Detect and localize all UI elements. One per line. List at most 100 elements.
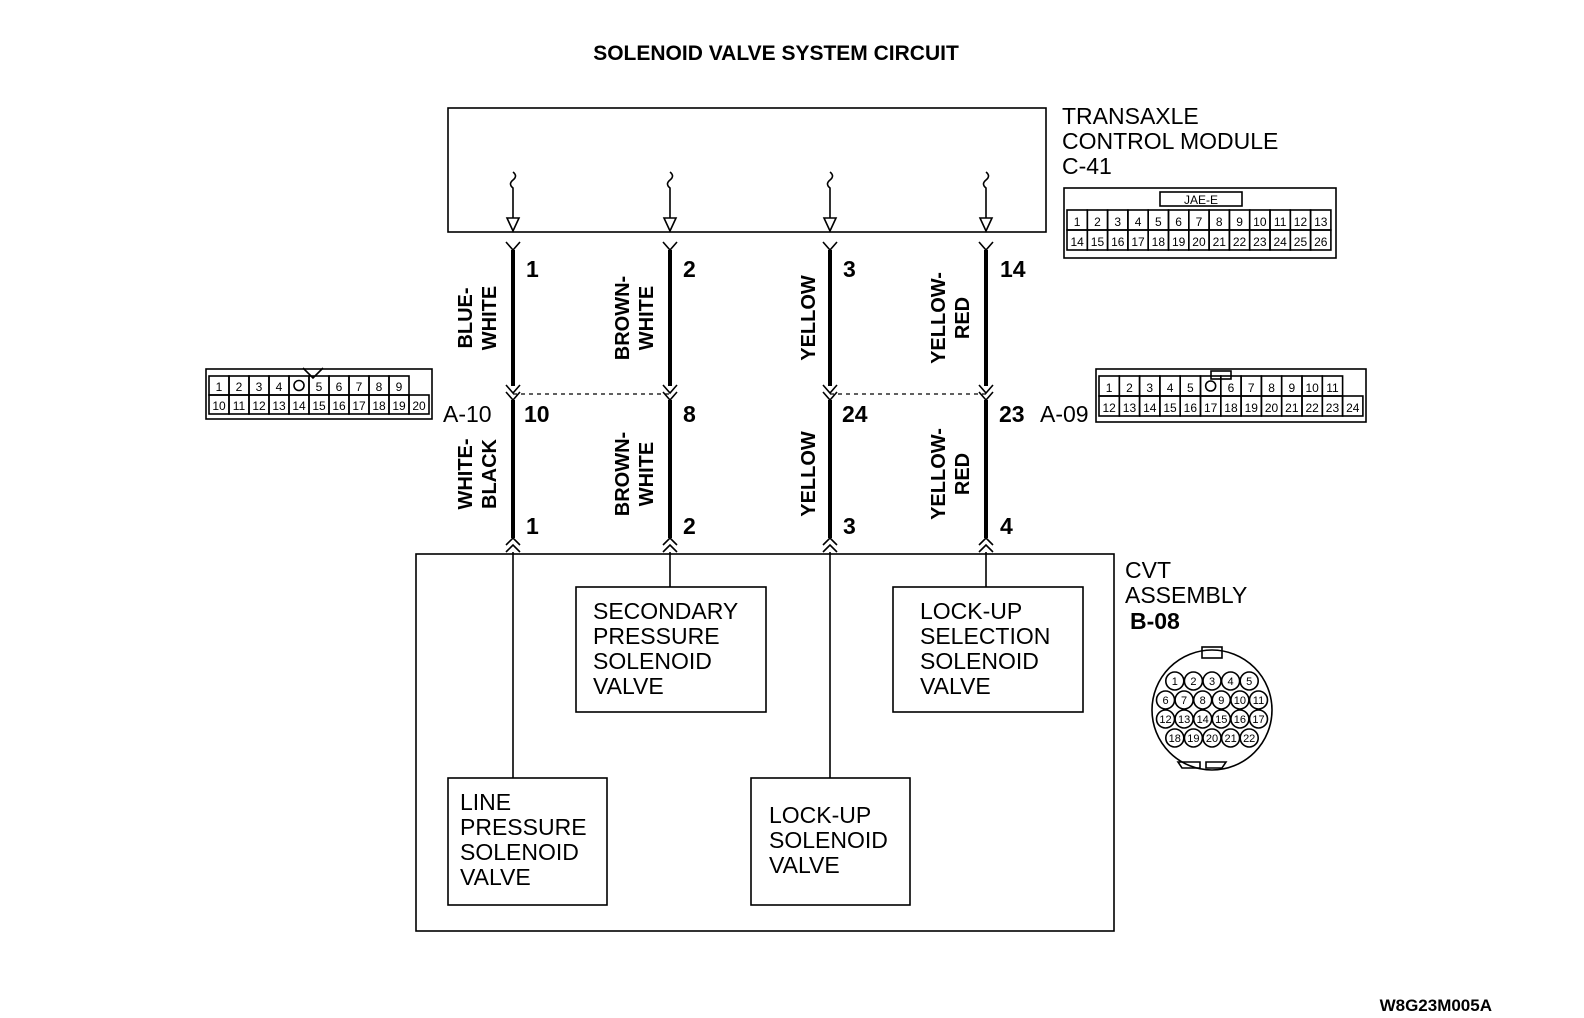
line-pressure-valve-line-2: PRESSURE — [460, 814, 587, 840]
tcm-connector-pin-label: 2 — [1094, 215, 1101, 229]
tcm-connector-pin-label: 17 — [1131, 235, 1145, 249]
wire-4-tcm-pin: 14 — [1000, 256, 1026, 282]
tcm-connector-pin-label: 15 — [1091, 235, 1105, 249]
wire-4-lower-color-line-1: YELLOW- — [928, 428, 950, 520]
tcm-connector-pin-label: 21 — [1213, 235, 1227, 249]
tcm-connector-pin-label: 19 — [1172, 235, 1186, 249]
wire-1-cvt-pin: 1 — [526, 513, 539, 539]
connector-a10-pin-label: 17 — [352, 399, 366, 413]
connector-a09-pin-label: 13 — [1123, 401, 1137, 415]
cvt-label-line-1: CVT — [1125, 557, 1171, 583]
tcm-connector-pin-label: 8 — [1216, 215, 1223, 229]
figure-code: W8G23M005A — [1380, 996, 1492, 1015]
wire-1-intermediate-connector — [505, 384, 521, 402]
connector-a09-pin-label: 3 — [1146, 381, 1153, 395]
wire-2-cvt-plug — [662, 536, 678, 553]
line-pressure-valve-line-1: LINE — [460, 789, 511, 815]
secondary-valve-line-1: SECONDARY — [593, 598, 738, 624]
wire-4-internal-lead — [982, 171, 990, 218]
connector-a10-pin-label: 1 — [216, 380, 223, 394]
wire-1-lower-color-line-1: WHITE- — [455, 438, 477, 509]
lockup-valve-line-1: LOCK-UP — [769, 802, 871, 828]
tcm-connector-pin-label: 13 — [1314, 215, 1328, 229]
tcm-connector-outline — [1063, 187, 1337, 259]
lockup-selection-valve-line-4: VALVE — [920, 673, 991, 699]
tcm-connector-pin-label: 3 — [1114, 215, 1121, 229]
connector-a09-pin-label: 17 — [1204, 401, 1218, 415]
wire-4-tcm-plug — [978, 241, 994, 252]
wire-4-upper-color-line-1: YELLOW- — [928, 272, 950, 364]
connector-a10-key-marker — [293, 379, 305, 392]
line-pressure-valve-box — [447, 777, 608, 906]
connector-a09-pin-label: 18 — [1224, 401, 1238, 415]
cvt-connector-pin-label: 15 — [1215, 714, 1227, 726]
tcm-connector-cell — [1309, 229, 1332, 251]
connector-a09-pin-label: 10 — [1305, 381, 1319, 395]
connector-a09-pin-label: 22 — [1305, 401, 1319, 415]
wire-2-tcm-pin: 2 — [683, 256, 696, 282]
connector-a10-key — [302, 367, 324, 380]
tcm-connector-pin-label: 24 — [1273, 235, 1287, 249]
cvt-connector-pin-label: 19 — [1187, 733, 1199, 745]
cvt-connector-pin-label: 20 — [1206, 733, 1218, 745]
wire-3-internal-lead — [826, 171, 834, 218]
cvt-connector-pin-label: 10 — [1234, 695, 1246, 707]
tcm-connector-pin-label: 4 — [1135, 215, 1142, 229]
cvt-connector-pin-label: 16 — [1234, 714, 1246, 726]
connector-a09-key-marker — [1204, 380, 1217, 392]
wire-4-upper-color: YELLOW- RED — [928, 272, 974, 364]
wire-1-upper-color-line-2: WHITE — [479, 286, 501, 350]
wire-1-mid-pin: 10 — [524, 401, 550, 427]
wire-2-internal-lead — [666, 171, 674, 218]
tcm-connector-pin-label: 20 — [1192, 235, 1206, 249]
connector-a09-pin-label: 9 — [1289, 381, 1296, 395]
wire-1-tcm-terminal-arrow — [505, 217, 521, 233]
wire-2-upper-color-line-2: WHITE — [636, 286, 658, 350]
connector-a10-cell — [408, 394, 430, 415]
wire-3-cvt-pin: 3 — [843, 513, 856, 539]
connector-a10-pin-label: 19 — [392, 399, 406, 413]
connector-a10-pin-label: 16 — [332, 399, 346, 413]
wire-3-tcm-pin: 3 — [843, 256, 856, 282]
tcm-connector-pin-label: 23 — [1253, 235, 1267, 249]
cvt-connector-pin-label: 1 — [1172, 676, 1178, 688]
wire-2-upper-color: BROWN- WHITE — [612, 276, 658, 360]
wire-2-lower-color-line-1: BROWN- — [612, 432, 634, 516]
wire-4-cvt-pin: 4 — [1000, 513, 1013, 539]
tcm-connector-pin-label: 26 — [1314, 235, 1328, 249]
line-pressure-valve-line-4: VALVE — [460, 864, 531, 890]
wire-1-cvt-plug — [505, 536, 521, 553]
tcm-connector-pin-label: 10 — [1253, 215, 1267, 229]
connector-a10-outline — [205, 368, 433, 420]
wire-2-lower-color-line-2: WHITE — [636, 442, 658, 506]
line-pressure-valve-line-3: SOLENOID — [460, 839, 579, 865]
wire-4-intermediate-connector — [978, 384, 994, 402]
connector-a09-pin-label: 14 — [1143, 401, 1157, 415]
connector-a09-pin-label: 1 — [1106, 381, 1113, 395]
tcm-connector-pin-label: 1 — [1074, 215, 1081, 229]
connector-a09-pin-label: 5 — [1187, 381, 1194, 395]
cvt-connector-pin-label: 8 — [1200, 695, 1206, 707]
connector-a10-pin-label: 10 — [212, 399, 226, 413]
connector-a09-pin-label: 7 — [1248, 381, 1255, 395]
connector-a10-pin-label: 15 — [312, 399, 326, 413]
cvt-connector-pin-label: 6 — [1162, 695, 1168, 707]
connector-a09-pin-label: 16 — [1184, 401, 1198, 415]
cvt-connector-pin-label: 14 — [1197, 714, 1209, 726]
tcm-connector-pin-label: 18 — [1152, 235, 1166, 249]
connector-a09-pin-label: 19 — [1245, 401, 1259, 415]
wire-1-tcm-plug — [505, 241, 521, 252]
cvt-connector-bottom-keys — [1176, 761, 1228, 769]
connector-a09-pin-label: 23 — [1326, 401, 1340, 415]
tcm-connector-pin-label: 25 — [1294, 235, 1308, 249]
connector-a09-label: A-09 — [1040, 401, 1089, 427]
connector-a10-pin-label: 14 — [292, 399, 306, 413]
cvt-connector-pin — [1248, 690, 1269, 710]
connector-a10-pin-label: 6 — [336, 380, 343, 394]
connector-a10-pin-label: 13 — [272, 399, 286, 413]
tcm-connector-pin-label: 12 — [1294, 215, 1308, 229]
